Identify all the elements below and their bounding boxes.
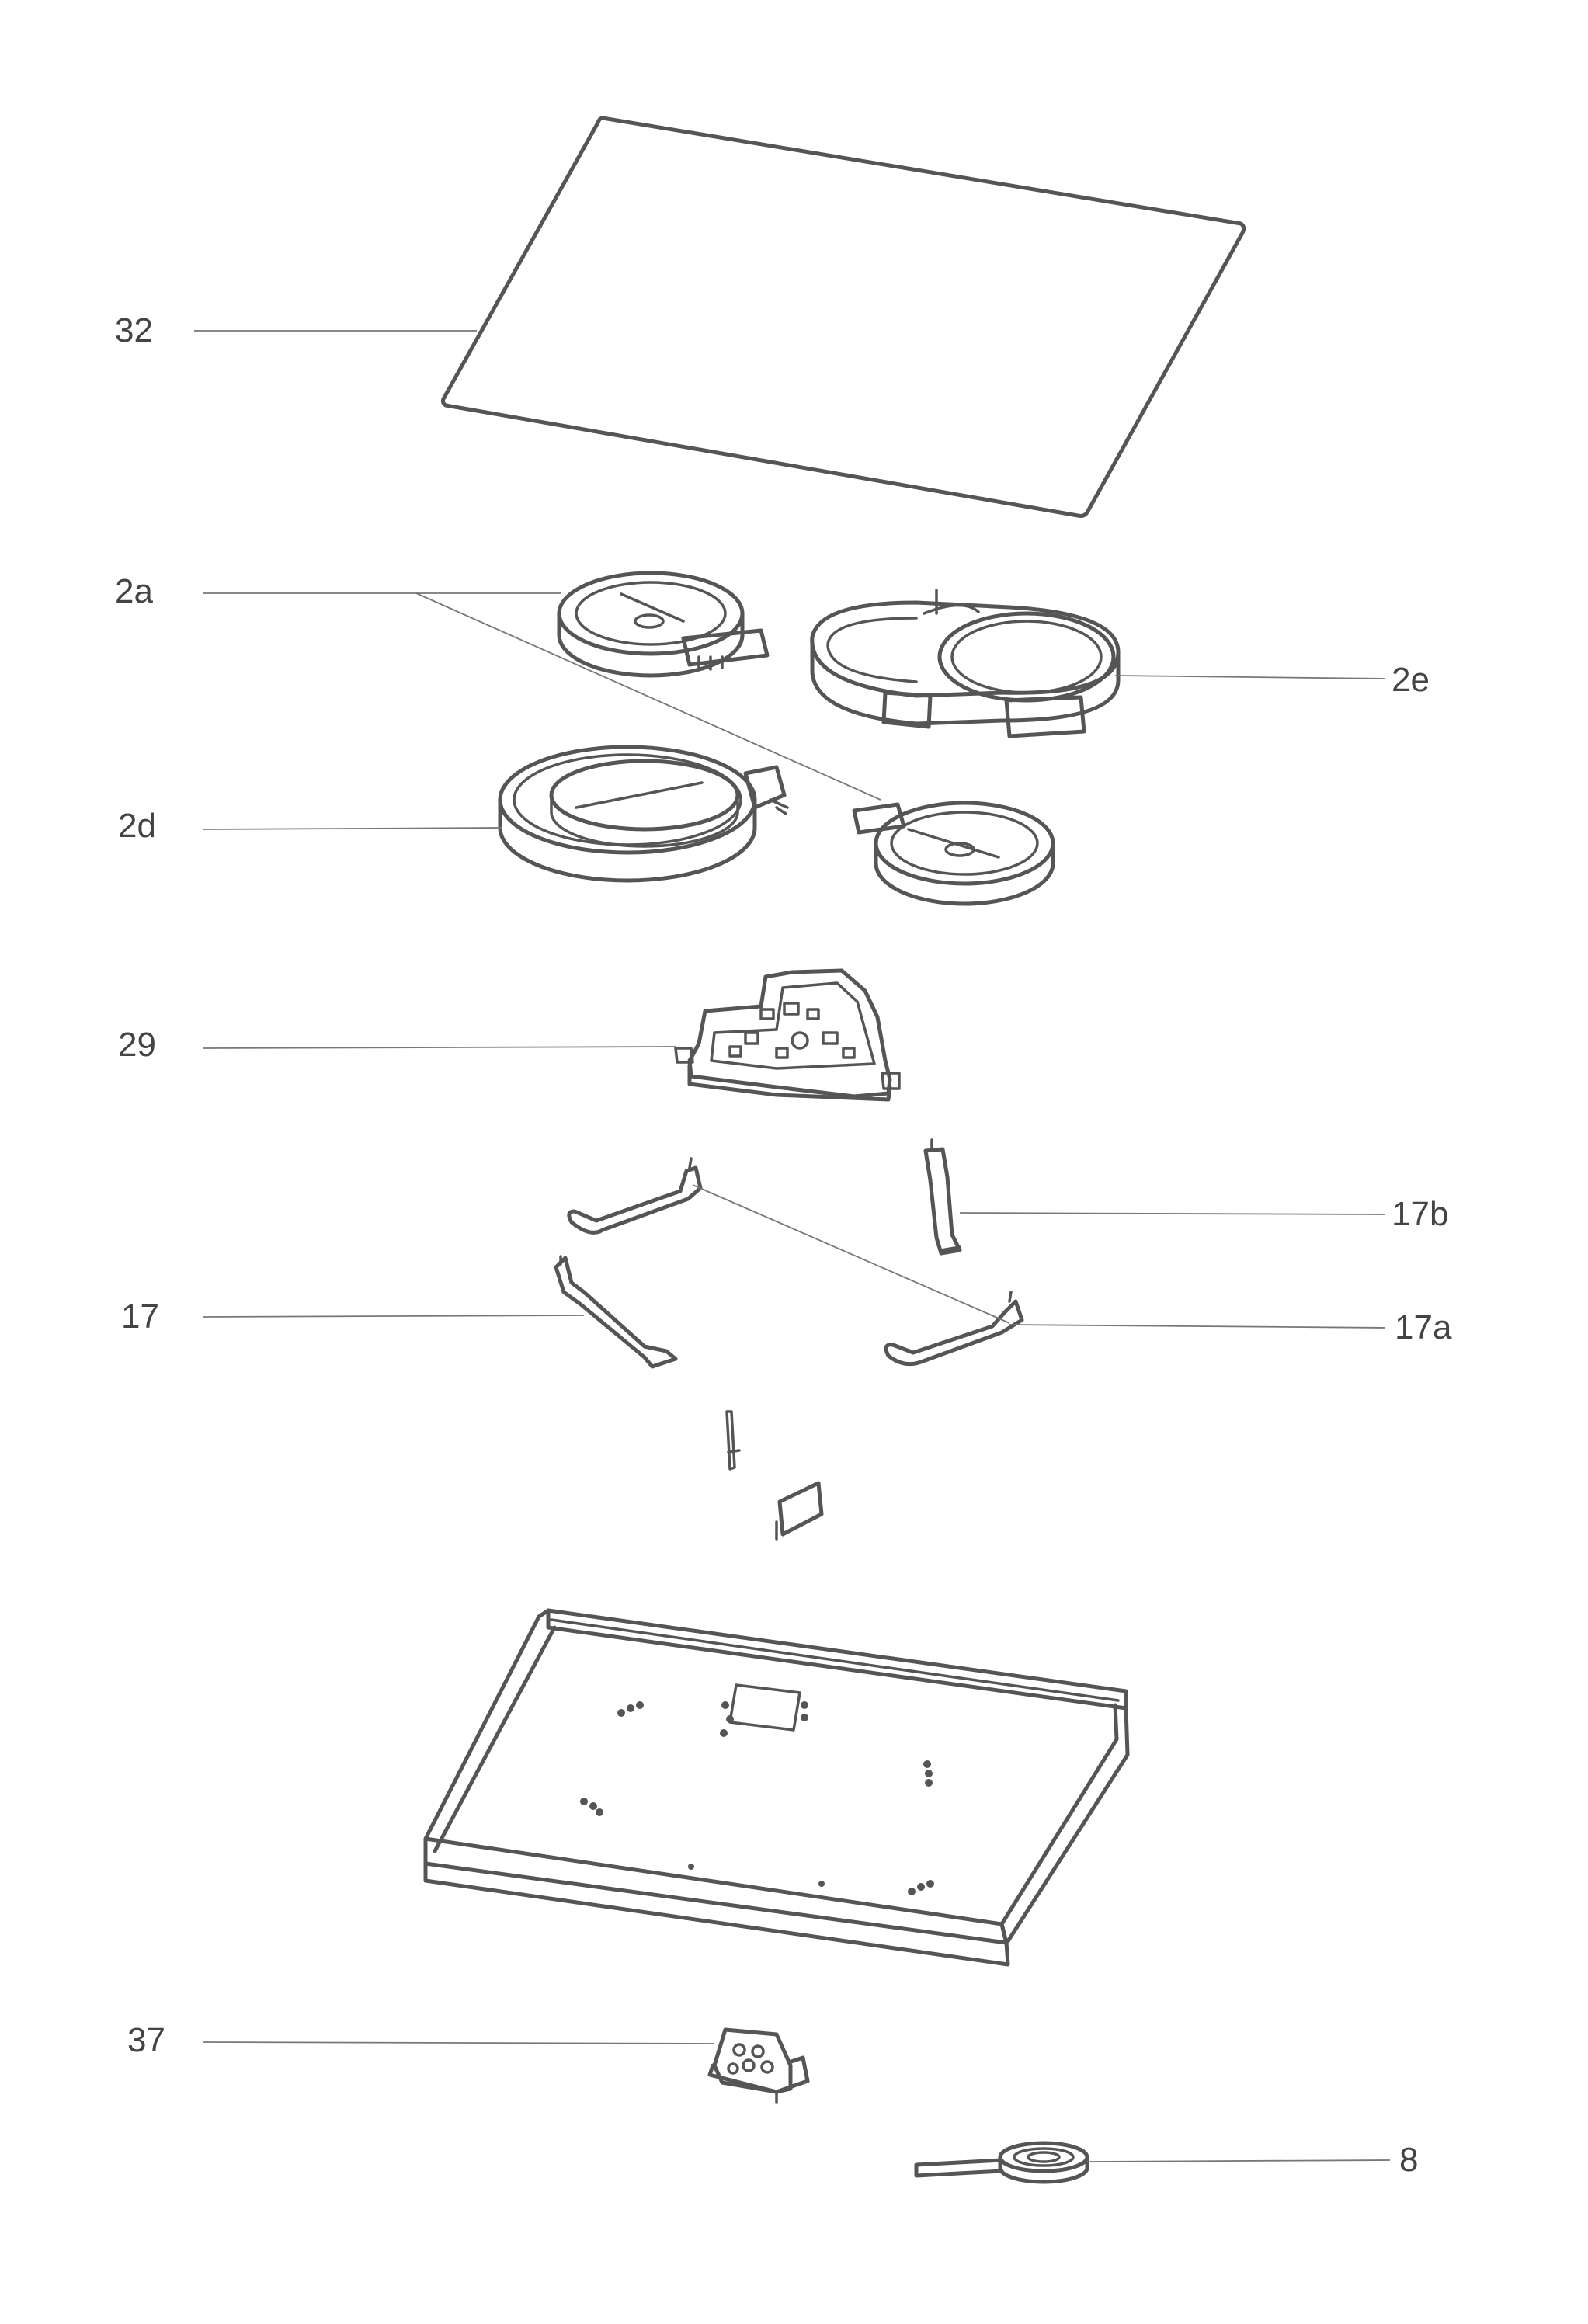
- part-17b-clip-vertical: [923, 1138, 962, 1256]
- part-8-seal-tape: [914, 2141, 1089, 2184]
- part-32-glass-top: [440, 116, 1246, 518]
- part-2e-oval-heater: [810, 589, 1121, 738]
- small-cover-plate: [775, 1481, 824, 1541]
- part-37-terminal-block: [707, 2027, 810, 2104]
- leader-lines: [194, 330, 1391, 2162]
- callout-2d: 2d: [118, 807, 156, 845]
- part-2a-heater-upper: [557, 571, 770, 678]
- part-2d-dual-heater: [498, 745, 789, 883]
- callout-29: 29: [118, 1026, 156, 1064]
- callout-17a: 17a: [1395, 1308, 1452, 1346]
- part-17-clip-lower-left: [554, 1255, 678, 1369]
- callout-17: 17: [121, 1297, 159, 1336]
- small-sensor-rod: [725, 1410, 741, 1471]
- callout-37: 37: [127, 2021, 165, 2059]
- part-17-clip-upper-left: [567, 1157, 703, 1235]
- part-17a-clip-lower-right: [884, 1291, 1024, 1367]
- callout-32: 32: [115, 311, 153, 349]
- callout-2e: 2e: [1392, 661, 1430, 699]
- part-2a-heater-lower: [852, 801, 1055, 906]
- part-29-control-module: [674, 968, 901, 1102]
- housing-tray: [423, 1608, 1130, 1967]
- callout-2a: 2a: [115, 572, 153, 610]
- callout-8: 8: [1399, 2141, 1418, 2179]
- callout-17b: 17b: [1392, 1195, 1448, 1233]
